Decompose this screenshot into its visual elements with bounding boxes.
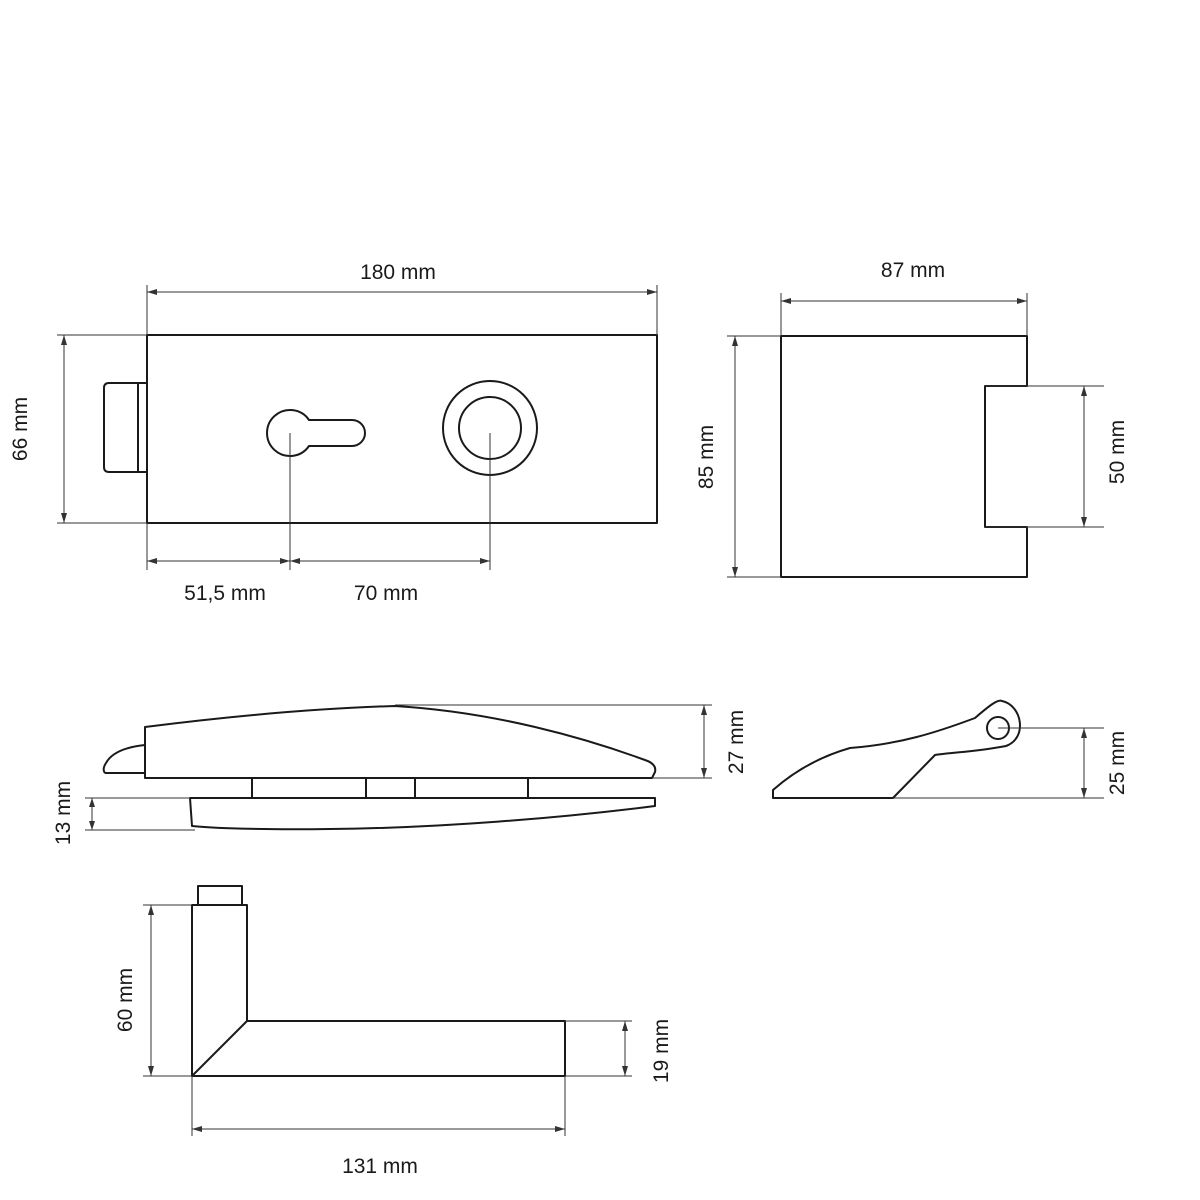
dim-label-handle-thickness: 19 mm (650, 1019, 673, 1083)
dim-label-glass-gap: 13 mm (52, 781, 75, 845)
lever-handle-view (191, 885, 566, 1077)
lever-handle-dimensions: 60 mm 19 mm 131 mm (114, 904, 673, 1178)
strike-plate-view (780, 335, 1028, 578)
latch-bolt (103, 382, 148, 473)
hinge-side-view (772, 699, 1021, 799)
dim-label-spindle-offset: 70 mm (354, 582, 418, 605)
dim-label-handle-height: 60 mm (114, 968, 137, 1032)
dim-label-lock-height: 66 mm (9, 397, 32, 461)
strike-plate-dimensions: 87 mm 85 mm 50 mm (695, 259, 1129, 578)
side-fixing-plate (251, 777, 529, 799)
hinge-dimensions: 25 mm (893, 727, 1129, 799)
side-counter-plate (189, 797, 656, 831)
dim-label-strike-recess: 50 mm (1106, 420, 1129, 484)
lock-side-view (102, 705, 657, 831)
dim-label-handle-length: 131 mm (342, 1155, 418, 1178)
handle-mitre (191, 1020, 248, 1077)
lock-front-view (103, 334, 658, 524)
lock-body-outline (146, 334, 658, 524)
handle-outline (191, 904, 566, 1077)
dim-label-strike-height: 85 mm (695, 425, 718, 489)
strike-plate-outline (780, 335, 1028, 578)
dim-label-side-height: 27 mm (725, 710, 748, 774)
side-cover-body (144, 705, 657, 779)
lock-front-dimensions: 180 mm 66 mm 51,5 mm 70 mm (9, 261, 658, 605)
keyhole (266, 409, 366, 457)
dim-label-hinge-height: 25 mm (1106, 731, 1129, 795)
lock-side-dimensions: 27 mm 13 mm (52, 704, 748, 845)
handle-spindle-cap (197, 885, 243, 906)
dim-label-lock-width: 180 mm (360, 261, 436, 284)
dim-label-keyhole-offset: 51,5 mm (184, 582, 266, 605)
side-latch-tongue (102, 744, 146, 774)
dim-label-strike-width: 87 mm (881, 259, 945, 282)
hinge-outline (772, 699, 1021, 799)
